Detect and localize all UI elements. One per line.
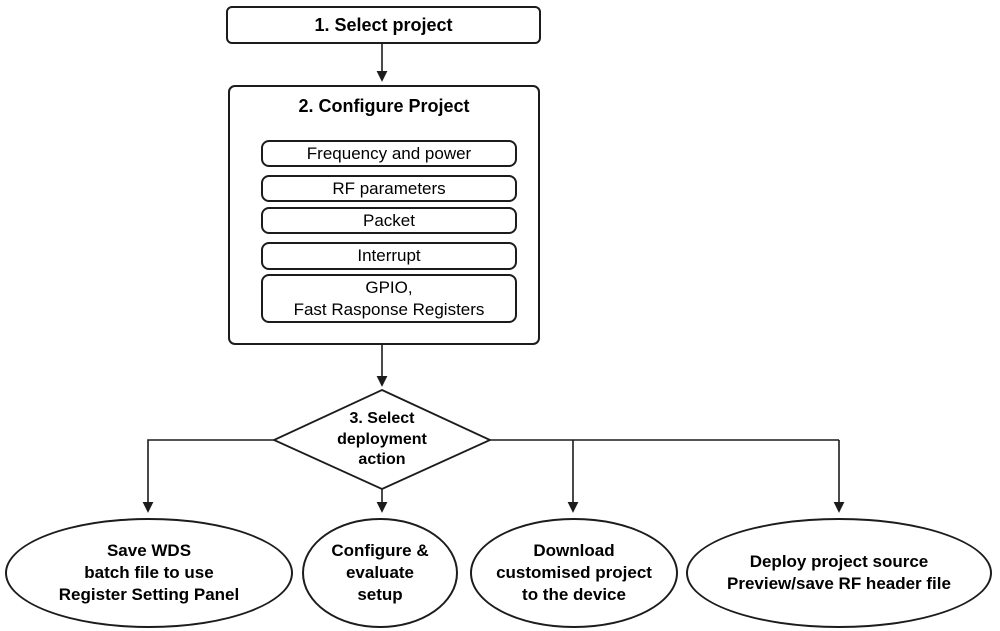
config-item-interrupt: Interrupt	[261, 242, 517, 270]
action-configure-evaluate-label: Configure & evaluate setup	[331, 540, 429, 605]
connector-decision-action1	[142, 439, 274, 513]
action-save-wds-batch-label: Save WDS batch file to use Register Sett…	[58, 540, 240, 605]
node-select-project-label: 1. Select project	[314, 14, 453, 35]
node-configure-project: 2. Configure Project Frequency and power…	[228, 85, 540, 345]
config-item-interrupt-label: Interrupt	[357, 246, 421, 266]
config-item-frequency-power-label: Frequency and power	[306, 143, 472, 163]
action-ellipse-download-project: Download customised project to the devic…	[470, 518, 678, 628]
node-select-project: 1. Select project	[226, 6, 541, 44]
config-item-gpio-fast-response: GPIO, Fast Rasponse Registers	[261, 274, 517, 323]
config-item-gpio-fast-response-label: GPIO, Fast Rasponse Registers	[293, 278, 485, 319]
node-configure-project-title: 2. Configure Project	[298, 96, 470, 116]
config-item-rf-parameters-label: RF parameters	[332, 178, 446, 198]
config-item-packet-label: Packet	[363, 210, 415, 230]
config-item-packet: Packet	[261, 207, 517, 234]
action-ellipse-deploy-source: Deploy project source Preview/save RF he…	[686, 518, 992, 628]
action-ellipse-configure-evaluate: Configure & evaluate setup	[302, 518, 458, 628]
action-deploy-source-label: Deploy project source Preview/save RF he…	[727, 551, 951, 593]
decision-select-deployment-label: 3. Select deployment action	[337, 409, 427, 469]
action-download-project-label: Download customised project to the devic…	[496, 540, 652, 605]
config-item-rf-parameters: RF parameters	[261, 175, 517, 202]
config-item-frequency-power: Frequency and power	[261, 140, 517, 167]
action-ellipse-save-wds-batch: Save WDS batch file to use Register Sett…	[5, 518, 293, 628]
